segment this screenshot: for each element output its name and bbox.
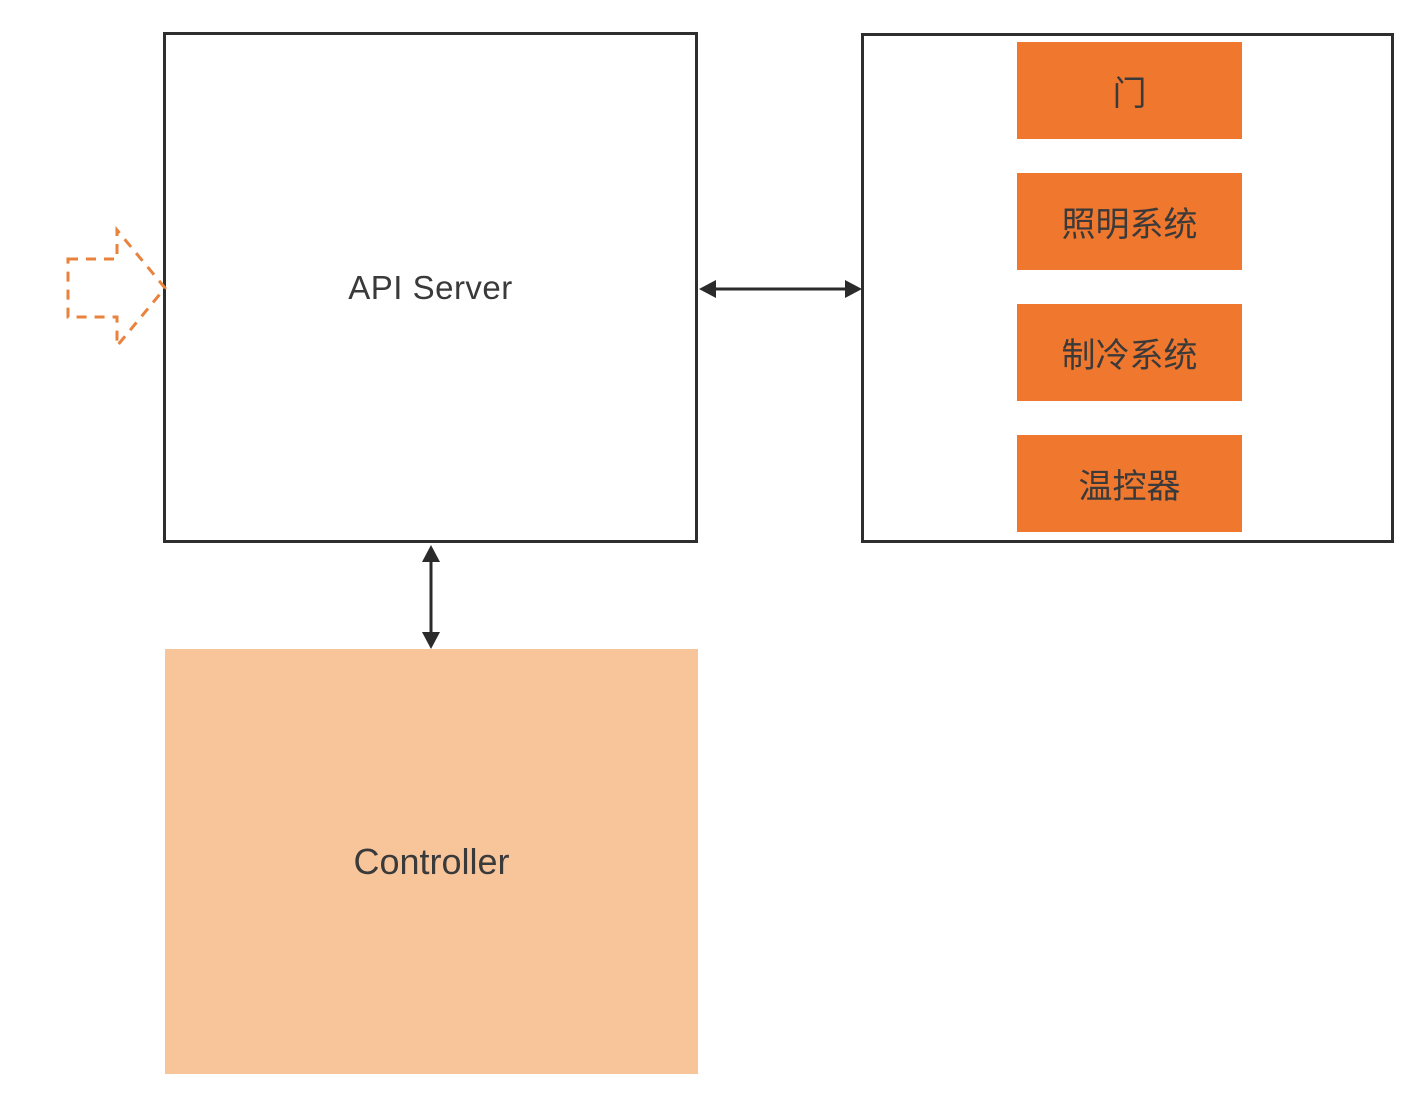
device-item-label: 门 (1112, 75, 1147, 113)
device-item-thermostat: 温控器 (1017, 435, 1242, 532)
arrowhead-right (845, 280, 862, 298)
incoming-request-dashed-arrow-icon (66, 225, 167, 351)
device-item-door: 门 (1017, 42, 1242, 139)
arrowhead-down (422, 632, 440, 649)
device-item-label: 照明系统 (1061, 206, 1198, 244)
arrowhead-left (699, 280, 716, 298)
controller-label: Controller (353, 840, 510, 882)
arrowhead-up (422, 545, 440, 562)
device-item-cooling-system: 制冷系统 (1017, 304, 1242, 401)
devices-stack: 门 照明系统 制冷系统 温控器 (1017, 42, 1242, 532)
block-arrow-outline (66, 225, 167, 351)
api-server-label: API Server (348, 268, 513, 306)
device-item-label: 温控器 (1078, 468, 1181, 506)
device-item-lighting-system: 照明系统 (1017, 173, 1242, 270)
device-item-label: 制冷系统 (1061, 337, 1198, 375)
api-controller-bidirectional-arrow-icon (422, 545, 440, 649)
api-server-node: API Server (163, 32, 698, 543)
api-devices-bidirectional-arrow-icon (699, 280, 862, 298)
controller-node: Controller (165, 649, 698, 1074)
